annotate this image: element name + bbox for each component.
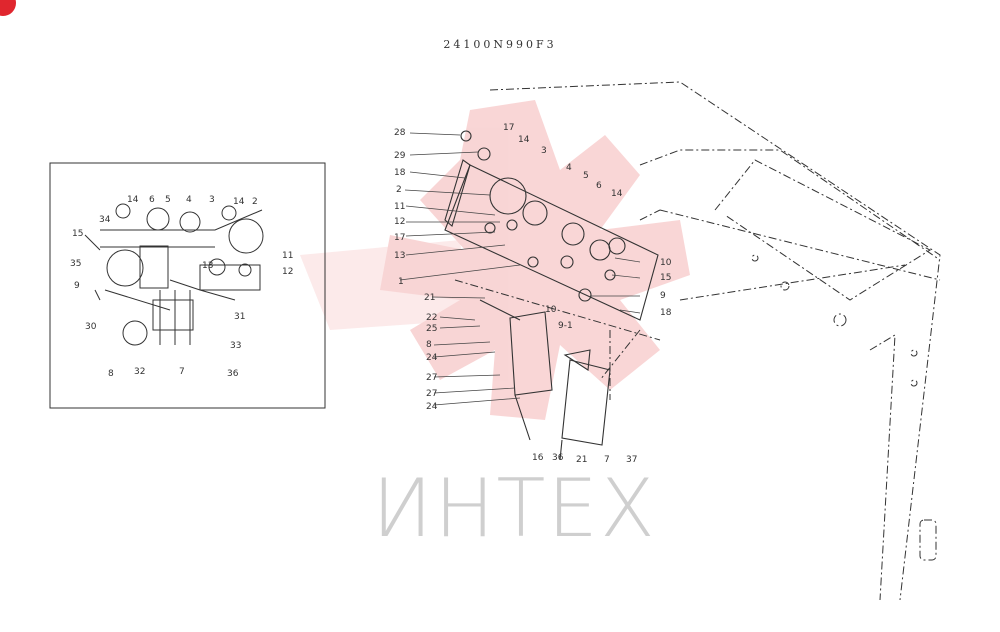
svg-text:12: 12 [394,217,405,227]
svg-text:14: 14 [127,195,139,205]
svg-text:17: 17 [503,123,514,133]
svg-text:27: 27 [426,373,437,383]
svg-text:22: 22 [426,313,437,323]
svg-text:4: 4 [186,195,192,205]
svg-text:15: 15 [660,273,671,283]
svg-text:18: 18 [394,168,406,178]
svg-text:1: 1 [398,277,404,287]
svg-text:34: 34 [99,215,111,225]
svg-text:16: 16 [532,453,544,463]
svg-text:5: 5 [165,195,171,205]
svg-text:15: 15 [72,229,83,239]
svg-text:24: 24 [426,402,438,412]
diagram-code: 24100N990F3 [443,38,557,51]
svg-text:13: 13 [202,261,213,271]
svg-text:21: 21 [424,293,435,303]
svg-text:2: 2 [396,185,402,195]
svg-text:28: 28 [394,128,406,138]
svg-text:10: 10 [545,305,557,315]
svg-text:11: 11 [282,251,293,261]
svg-text:3: 3 [541,146,547,156]
svg-text:30: 30 [85,322,97,332]
svg-text:25: 25 [426,324,437,334]
svg-text:18: 18 [660,308,672,318]
svg-text:7: 7 [604,455,610,465]
svg-text:29: 29 [394,151,406,161]
svg-text:36: 36 [552,453,564,463]
leader-lines [399,132,641,406]
svg-text:37: 37 [626,455,637,465]
svg-text:21: 21 [576,455,587,465]
svg-text:10: 10 [660,258,672,268]
svg-text:3: 3 [209,195,215,205]
watermark-text: ИНТЕХ [372,462,657,555]
svg-text:32: 32 [134,367,145,377]
svg-text:17: 17 [394,233,405,243]
svg-text:5: 5 [583,171,589,181]
svg-text:33: 33 [230,341,241,351]
svg-text:7: 7 [179,367,185,377]
svg-text:35: 35 [70,259,81,269]
svg-text:2: 2 [252,197,258,207]
svg-text:36: 36 [227,369,239,379]
machine-body [454,81,941,601]
svg-text:12: 12 [282,267,293,277]
svg-text:24: 24 [426,353,438,363]
svg-text:6: 6 [596,181,602,191]
svg-text:6: 6 [149,195,155,205]
inset-wiring-panel [49,162,326,409]
svg-text:27: 27 [426,389,437,399]
svg-text:13: 13 [394,251,405,261]
svg-text:14: 14 [233,197,245,207]
corner-badge [0,0,16,16]
svg-text:9-1: 9-1 [558,321,573,331]
svg-text:31: 31 [234,312,245,322]
svg-text:8: 8 [108,369,114,379]
svg-text:8: 8 [426,340,432,350]
svg-text:14: 14 [611,189,623,199]
svg-text:4: 4 [566,163,572,173]
svg-text:11: 11 [394,202,405,212]
instrument-panel [444,130,659,461]
watermark-logo [300,100,690,420]
svg-text:9: 9 [660,291,666,301]
svg-text:9: 9 [74,281,80,291]
svg-text:14: 14 [518,135,530,145]
